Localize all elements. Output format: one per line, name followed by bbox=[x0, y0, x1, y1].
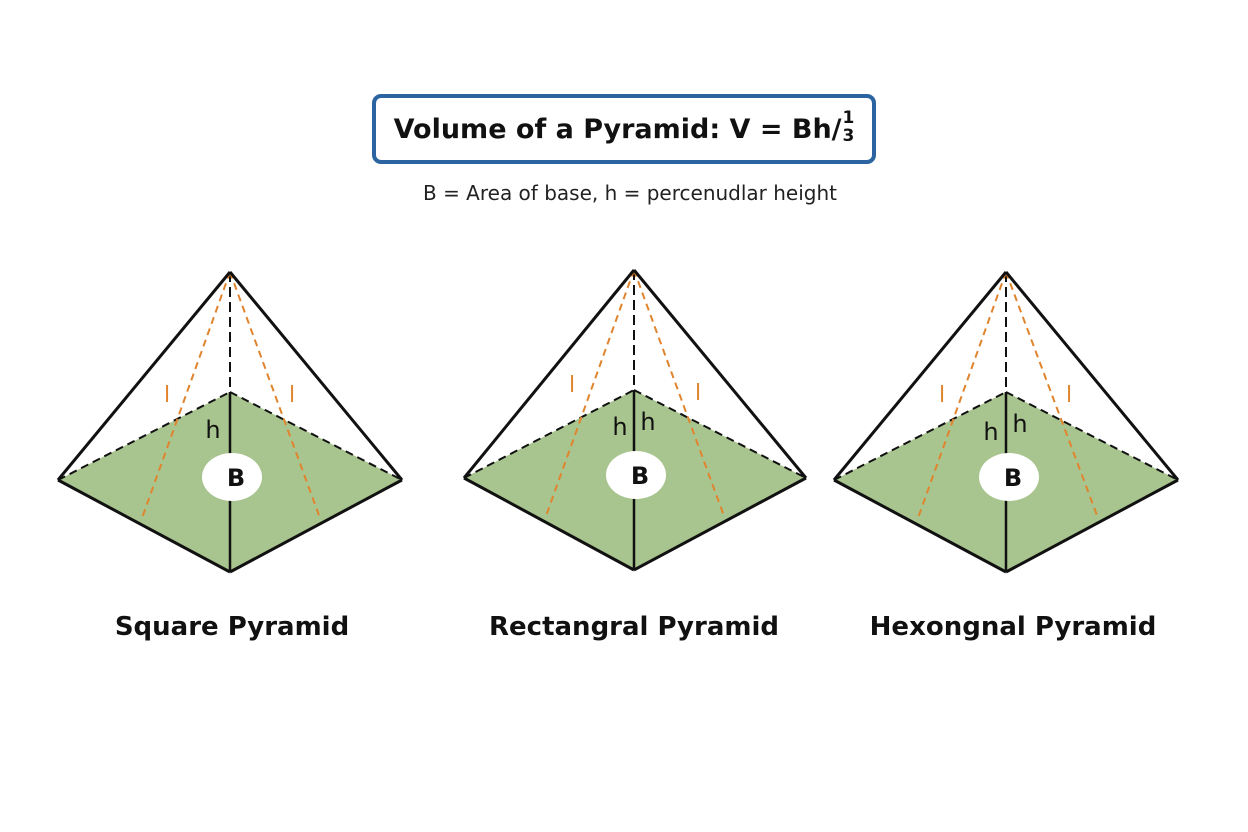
square-pyramid-hidden-edge bbox=[57, 391, 231, 481]
formula-title-box: Volume of a Pyramid: V = Bh/ 1 3 bbox=[372, 94, 876, 164]
square-pyramid-edge bbox=[228, 271, 404, 481]
square-pyramid-height-label: h bbox=[205, 416, 220, 444]
hexagonal-pyramid-slant-label: l bbox=[939, 383, 945, 408]
square-pyramid: B h l l bbox=[56, 271, 404, 574]
hexagonal-pyramid-edge bbox=[833, 478, 1007, 574]
fraction-denominator: 3 bbox=[842, 126, 855, 146]
rectangular-pyramid-base-label: B bbox=[631, 462, 649, 490]
fraction-numerator: 1 bbox=[842, 108, 855, 128]
rectangular-pyramid-slant-label: l bbox=[695, 381, 701, 406]
hexagonal-pyramid-hidden-edge bbox=[833, 391, 1007, 481]
rectangular-pyramid-slant-label: l bbox=[569, 373, 575, 398]
square-pyramid-hidden-edge bbox=[229, 391, 403, 481]
hexagonal-pyramid-slant-line bbox=[917, 271, 1007, 519]
rectangular-pyramid-height-label: h bbox=[640, 408, 655, 436]
square-pyramid-slant-label: l bbox=[164, 383, 170, 408]
formula-fraction: 1 3 bbox=[843, 109, 855, 145]
rectangular-pyramid-edge bbox=[462, 269, 636, 479]
rectangular-pyramid-hidden-edge bbox=[633, 389, 807, 479]
hexagonal-pyramid-base-label: B bbox=[1004, 464, 1022, 492]
hexagonal-pyramid-hidden-edge bbox=[1005, 391, 1179, 481]
hexagonal-pyramid-base-label-bg bbox=[979, 453, 1039, 501]
rectangular-pyramid-hidden-edge bbox=[463, 389, 635, 479]
square-pyramid-slant-line bbox=[141, 271, 231, 519]
square-pyramid-caption: Square Pyramid bbox=[114, 612, 350, 642]
square-pyramid-edge bbox=[57, 478, 231, 574]
hexagonal-pyramid-height-label: h bbox=[1012, 410, 1027, 438]
rectangular-pyramid-height-label: h bbox=[612, 413, 627, 441]
square-pyramid-edge bbox=[56, 271, 232, 481]
rectangular-pyramid-edge bbox=[633, 476, 807, 572]
hexagonal-pyramid: B h h l l bbox=[832, 271, 1180, 574]
square-pyramid-slant-line bbox=[229, 271, 321, 519]
rectangular-pyramid-caption: Rectangral Pyramid bbox=[489, 612, 779, 642]
hexagonal-pyramid-caption: Hexongnal Pyramid bbox=[869, 612, 1157, 642]
hexagonal-pyramid-edge bbox=[1004, 271, 1180, 481]
hexagonal-pyramid-height-label: h bbox=[983, 418, 998, 446]
formula-title: Volume of a Pyramid: V = Bh/ 1 3 bbox=[393, 109, 855, 147]
rectangular-pyramid-slant-line bbox=[545, 269, 635, 517]
hexagonal-pyramid-edge bbox=[832, 271, 1008, 481]
rectangular-pyramid-edge bbox=[463, 476, 635, 572]
hexagonal-pyramid-edge bbox=[1005, 478, 1179, 574]
rectangular-pyramid-edge bbox=[632, 269, 808, 479]
rectangular-pyramid-slant-line bbox=[633, 269, 725, 517]
square-pyramid-edge bbox=[229, 478, 403, 574]
rectangular-pyramid: B h h l l bbox=[462, 269, 808, 572]
formula-title-text: Volume of a Pyramid: V = Bh/ bbox=[393, 113, 842, 145]
square-pyramid-base-label-bg bbox=[202, 453, 262, 501]
square-pyramid-base-label: B bbox=[227, 464, 245, 492]
square-pyramid-slant-label: l bbox=[289, 383, 295, 408]
hexagonal-pyramid-slant-label: l bbox=[1066, 383, 1072, 408]
hexagonal-pyramid-slant-line bbox=[1005, 271, 1099, 519]
rectangular-pyramid-base-label-bg bbox=[606, 451, 666, 499]
formula-legend: B = Area of base, h = percenudlar height bbox=[422, 181, 838, 205]
